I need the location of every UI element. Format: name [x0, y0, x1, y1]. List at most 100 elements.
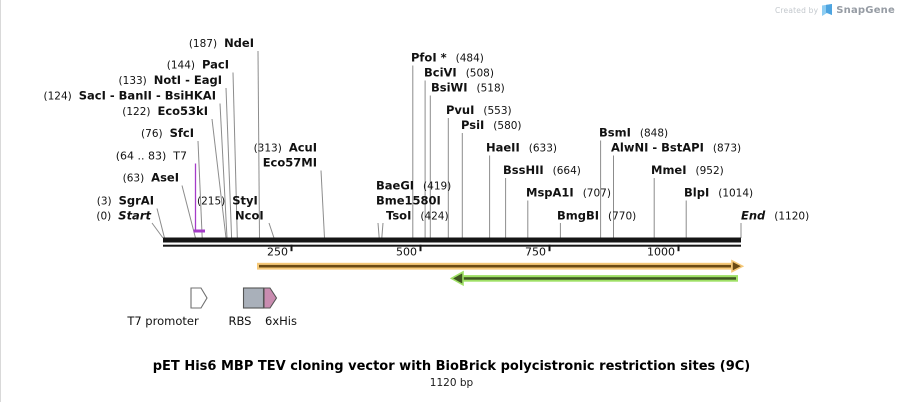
- rbs-glyph: [242, 287, 265, 309]
- site-pos: (419): [423, 181, 451, 193]
- ruler-label-500: 500: [396, 246, 417, 259]
- site-name: SacI - BanII - BsiHKAI: [79, 89, 216, 103]
- site-pos: (76): [141, 128, 163, 140]
- site-pos: (664): [553, 165, 581, 177]
- site-label-pfoi: PfoI *(484): [411, 51, 484, 65]
- snapgene-brand-text: SnapGene: [836, 5, 895, 16]
- connector-ndei: [257, 50, 260, 239]
- created-by-text: Created by: [775, 6, 819, 15]
- site-label-paci: (144) PacI: [167, 58, 229, 72]
- site-label-pvui: PvuI(553): [446, 103, 512, 117]
- site-label-bmgbi: BmgBI(770): [557, 209, 636, 223]
- site-label-acui: (313) AcuI: [254, 141, 317, 155]
- site-label-sfci: (76)SfcI: [141, 126, 194, 140]
- ruler-label-250: 250: [267, 246, 288, 259]
- forward-arrow-core: [259, 264, 731, 268]
- site-name: BlpI: [684, 186, 709, 200]
- site-pos: (580): [493, 120, 521, 132]
- connector-sfci: [197, 140, 203, 239]
- connector-sgrai: [156, 208, 165, 239]
- sequence-bar: [163, 237, 741, 243]
- snapgene-logo-icon: [822, 4, 833, 16]
- ruler-label-1000: 1000: [647, 246, 675, 259]
- site-pos: (952): [696, 165, 724, 177]
- site-label-saci-banii-bsihkai: (124)SacI - BanII - BsiHKAI: [44, 89, 216, 103]
- site-name: BciVI: [424, 66, 457, 80]
- t7-promoter-glyph: [190, 287, 208, 309]
- ruler-tick-500: [419, 244, 422, 252]
- map-length: 1120 bp: [429, 377, 474, 389]
- site-connectors: [151, 50, 742, 239]
- t7-region-label: (64 .. 83)T7: [116, 150, 187, 163]
- site-pos: (122): [122, 106, 150, 118]
- connector-acui-eco57mi: [320, 170, 325, 239]
- site-label-start: (0)Start: [96, 209, 151, 223]
- site-name: Start: [118, 209, 151, 223]
- reverse-arrowhead: [449, 270, 464, 287]
- ruler-line: [163, 244, 741, 247]
- forward-arrowhead: [731, 259, 745, 273]
- t7-name: T7: [172, 150, 187, 163]
- site-pos: (484): [456, 53, 484, 65]
- site-name: BssHII: [503, 163, 544, 177]
- site-pos: (1120): [774, 211, 809, 223]
- site-label-eco53ki: (122) Eco53kI: [122, 104, 208, 118]
- site-name: BmgBI: [557, 209, 599, 223]
- site-name: AseI: [151, 171, 179, 185]
- site-name: MmeI: [651, 163, 687, 177]
- site-pos: (313): [254, 143, 282, 155]
- site-pos: (707): [583, 188, 611, 200]
- site-label-noti-eagi: (133)NotI - EagI: [119, 73, 222, 87]
- site-pos: (187): [189, 38, 217, 50]
- feature-arrow-reverse: [449, 270, 738, 287]
- site-label-asei: (63) AseI: [123, 171, 179, 185]
- site-name: AcuI: [289, 141, 317, 155]
- site-pos: (518): [477, 83, 505, 95]
- ruler-tick-250: [290, 244, 293, 252]
- site-label-mspa1i: MspA1I (707): [526, 186, 611, 200]
- site-label-eco57mi: Eco57MI: [263, 156, 317, 170]
- ruler-tick-1000: [677, 244, 680, 252]
- logo-ribbon-dark: [826, 4, 833, 15]
- reverse-arrow-core: [462, 277, 736, 280]
- site-label-haeii: HaeII (633): [486, 141, 557, 155]
- site-name: AlwNI - BstAPI: [611, 141, 704, 155]
- site-label-bme1580i: Bme1580I: [376, 194, 441, 208]
- site-label-bsshii: BssHII (664): [503, 163, 581, 177]
- connector-baegi-bme1580i: [377, 222, 380, 239]
- site-pos: (144): [167, 60, 195, 72]
- site-name: PacI: [202, 58, 229, 72]
- site-pos: (63): [123, 173, 145, 185]
- site-pos: (633): [529, 143, 557, 155]
- plasmid-map: 250 500 750 1000 T7 promoter RBS 6xHis (…: [44, 36, 810, 328]
- site-pos: (1014): [718, 188, 753, 200]
- connector-start: [151, 222, 164, 239]
- site-name: NotI - EagI: [154, 73, 222, 87]
- site-label-baegi: BaeGI(419): [376, 179, 451, 193]
- site-name: PvuI: [446, 103, 474, 117]
- site-label-bsiwi: BsiWI(518): [431, 81, 505, 95]
- legend-label-rbs: RBS: [229, 314, 252, 328]
- site-label-tsoi: TsoI (424): [386, 209, 449, 223]
- site-pos: (848): [640, 128, 668, 140]
- legend-label-6xhis: 6xHis: [265, 314, 297, 328]
- site-pos: (424): [420, 211, 448, 223]
- site-label-sgrai: (3)SgrAI: [97, 194, 154, 208]
- site-name: PsiI: [461, 118, 484, 132]
- site-name: HaeII: [486, 141, 520, 155]
- site-name: MspA1I: [526, 186, 574, 200]
- title-block: pET His6 MBP TEV cloning vector with Bio…: [1, 359, 901, 389]
- site-name: TsoI: [386, 209, 411, 223]
- site-label-mmei: MmeI (952): [651, 163, 724, 177]
- connector-tsoi: [381, 222, 384, 239]
- feature-arrow-forward: [257, 259, 745, 273]
- site-label-bsmi: BsmI(848): [599, 126, 668, 140]
- site-pos: (3): [97, 196, 112, 208]
- site-name: StyI: [232, 194, 258, 208]
- feature-glyphs: [190, 287, 278, 309]
- map-title: pET His6 MBP TEV cloning vector with Bio…: [152, 359, 751, 374]
- site-pos: (508): [466, 68, 494, 80]
- site-name: Eco53kI: [157, 104, 208, 118]
- connector-eco53ki: [211, 118, 227, 239]
- site-label-blpi: BlpI (1014): [684, 186, 753, 200]
